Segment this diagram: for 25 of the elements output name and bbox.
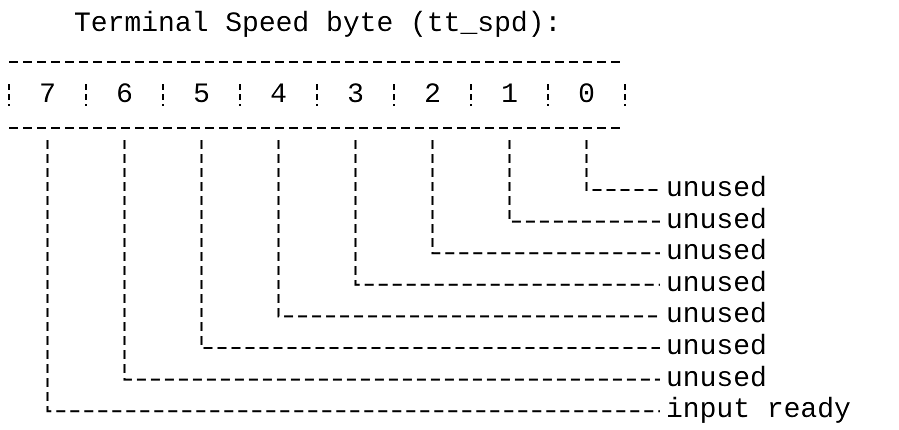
leader-line xyxy=(124,140,660,381)
bit-number: 2 xyxy=(424,82,441,110)
bit-number: 1 xyxy=(501,82,518,110)
leader-line xyxy=(508,140,660,223)
leader-line xyxy=(200,140,660,349)
bit-number: 4 xyxy=(270,82,287,110)
bit-description: unused xyxy=(665,300,767,332)
leader-line xyxy=(278,140,660,318)
bit-description: unused xyxy=(665,364,767,395)
bit-number: 7 xyxy=(39,82,56,110)
diagram-title: Terminal Speed byte (tt_spd): xyxy=(74,10,562,41)
bit-number: 6 xyxy=(116,82,133,110)
leader-line xyxy=(586,140,660,191)
bit-number: 0 xyxy=(578,82,595,110)
leader-line xyxy=(432,140,660,254)
bit-number: 3 xyxy=(347,82,364,110)
bit-description: unused xyxy=(665,174,767,205)
bit-number: 5 xyxy=(193,82,210,110)
bit-description: input ready xyxy=(665,395,851,426)
bit-description: unused xyxy=(665,268,767,300)
bit-description: unused xyxy=(665,332,767,363)
bit-description: unused xyxy=(665,206,767,237)
bit-description: unused xyxy=(665,237,767,268)
leader-line xyxy=(354,140,660,286)
leader-line xyxy=(46,140,660,412)
